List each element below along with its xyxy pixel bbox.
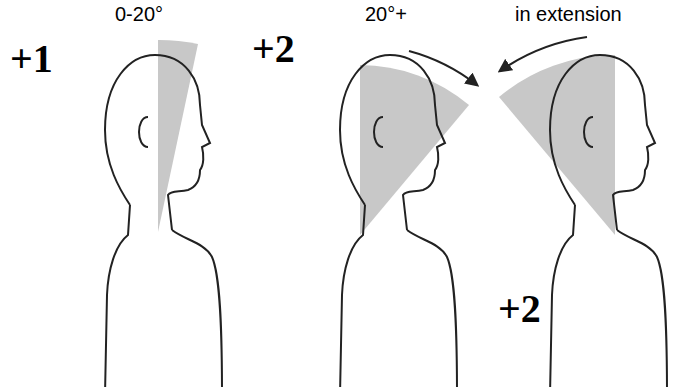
head-profile <box>550 55 667 387</box>
range-wedge <box>158 40 198 232</box>
range-wedge <box>499 55 615 235</box>
head-profile <box>340 55 457 387</box>
angle-label: in extension <box>515 2 622 26</box>
range-wedge <box>360 65 469 235</box>
angle-label: 0-20° <box>115 2 163 26</box>
score-label: +2 <box>252 25 295 73</box>
angle-label: 20°+ <box>365 2 407 26</box>
score-label: +2 <box>498 285 541 333</box>
head-profile <box>105 55 222 387</box>
score-label: +1 <box>10 35 53 83</box>
motion-arrow <box>409 51 477 85</box>
